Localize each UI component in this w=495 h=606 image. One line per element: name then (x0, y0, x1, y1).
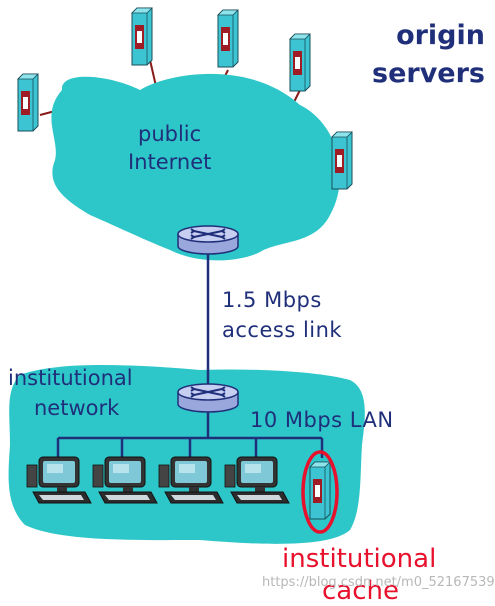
lan-label: 10 Mbps LAN (250, 408, 394, 432)
institutional-network-label: institutional (8, 366, 133, 390)
server-icon (131, 7, 153, 66)
router-icon (177, 225, 239, 255)
institutional-cache-label: institutional (282, 544, 437, 574)
public-internet-cloud (51, 73, 341, 261)
server-icon (289, 33, 311, 92)
cache-highlight-ring (301, 450, 339, 534)
public-internet-label: Internet (128, 150, 212, 174)
institutional-network-label: network (34, 396, 120, 420)
cache-server-icon (309, 461, 331, 520)
server-icon (217, 9, 239, 68)
watermark: https://blog.csdn.net/m0_52167539 (262, 575, 495, 590)
institutional-cache-label: cache (322, 576, 399, 606)
public-internet-label: public (138, 122, 202, 146)
server-icon (331, 131, 353, 190)
server-icon (17, 73, 39, 132)
lan-bus (56, 405, 324, 462)
access-link-speed: 1.5 Mbps (222, 288, 322, 312)
origin-servers-label: origin (396, 20, 485, 51)
router-icon (177, 383, 239, 413)
access-link-label: access link (222, 318, 343, 342)
origin-servers-label: servers (372, 58, 485, 89)
